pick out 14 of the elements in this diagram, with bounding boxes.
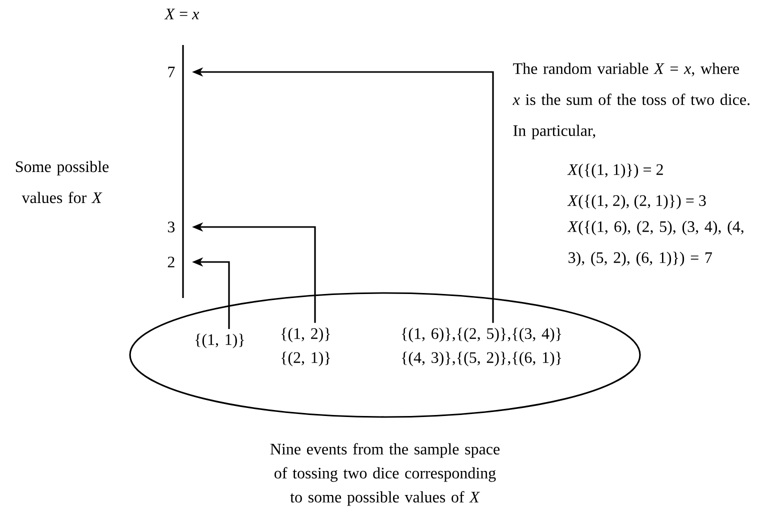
axis-title: X = x [164, 8, 200, 20]
event-set-label: {(1, 2)} {(2, 1)} [281, 328, 330, 366]
value-label: 2 [168, 256, 174, 268]
description-text: The random variable X = x, where x is the sum of the toss of two dice. In particular, [512, 62, 750, 140]
caption: Nine events from the sample space of tossing two dice corresponding to some possible values of X [270, 443, 500, 506]
value-label: 7 [168, 66, 175, 78]
event-set-label: {(1, 1)} [195, 334, 244, 348]
formula: X({(1, 2), (2, 1)}) = 3 [567, 194, 706, 210]
ellipse [129, 292, 641, 418]
event-set-label: {(1, 6)},{(2, 5)},{(3, 4)} {(4, 3)},{(5, 2)},{(6, 1)} [402, 328, 562, 366]
formula: X({(1, 1)}) = 2 [567, 164, 663, 178]
value-label: 3 [168, 222, 175, 232]
axis-caption: Some possible values for X [16, 160, 109, 204]
formula: X({(1, 6), (2, 5), (3, 4), (4, 3), (5, 2), (6, 1)}) = 7 [567, 220, 744, 266]
